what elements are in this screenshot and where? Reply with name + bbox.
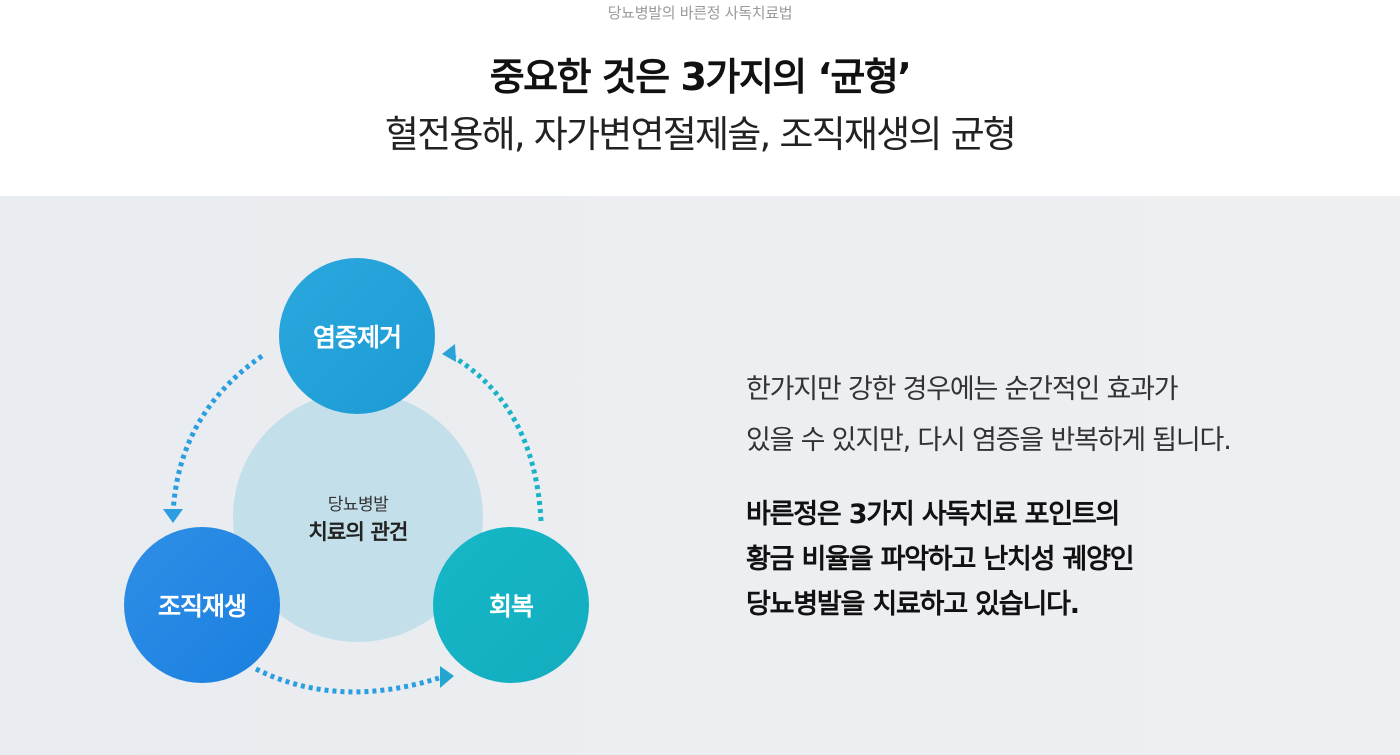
node-recovery-label: 회복 <box>488 592 534 621</box>
overline-text: 당뇨병발의 바른정 사독치료법 <box>607 4 793 22</box>
description-line: 당뇨병발을 치료하고 있습니다. <box>746 589 1080 620</box>
content-panel: 당뇨병발 치료의 관건 염증제거 조직재생 회복 한가지만 강한 경우에는 순간… <box>0 196 1400 755</box>
description-area: 한가지만 강한 경우에는 순간적인 효과가 있을 수 있지만, 다시 염증을 반… <box>746 364 1386 620</box>
arrow-right-to-top <box>450 353 544 522</box>
description-line: 황금 비율을 파악하고 난치성 궤양인 <box>746 544 1135 575</box>
arrow-head-up-icon <box>442 344 456 362</box>
node-tissue-regeneration: 조직재생 <box>124 527 280 683</box>
description-line: 한가지만 강한 경우에는 순간적인 효과가 <box>746 374 1179 405</box>
balance-diagram: 당뇨병발 치료의 관건 염증제거 조직재생 회복 <box>0 196 700 755</box>
description-paragraph-2: 바른정은 3가지 사독치료 포인트의 황금 비율을 파악하고 난치성 궤양인 당… <box>746 492 1386 627</box>
description-line: 있을 수 있지만, 다시 염증을 반복하게 됩니다. <box>746 425 1232 456</box>
cycle-arrows <box>163 344 544 695</box>
description-paragraph-1: 한가지만 강한 경우에는 순간적인 효과가 있을 수 있지만, 다시 염증을 반… <box>746 364 1386 466</box>
page-subtitle: 혈전용해, 자가변연절제술, 조직재생의 균형 <box>384 113 1017 156</box>
center-small-label: 당뇨병발 <box>327 495 389 515</box>
header-section: 당뇨병발의 바른정 사독치료법 중요한 것은 3가지의 ‘균형’ 혈전용해, 자… <box>0 0 1400 196</box>
node-inflammation: 염증제거 <box>279 258 435 414</box>
node-recovery: 회복 <box>433 527 589 683</box>
node-inflammation-label: 염증제거 <box>312 323 402 352</box>
center-main-label: 치료의 관건 <box>308 520 408 544</box>
description-line: 바른정은 3가지 사독치료 포인트의 <box>746 499 1120 530</box>
page-title: 중요한 것은 3가지의 ‘균형’ <box>489 55 912 99</box>
arrow-left-to-right <box>254 666 446 695</box>
arrow-head-right-icon <box>440 666 454 688</box>
node-tissue-regeneration-label: 조직재생 <box>157 592 247 621</box>
arrow-head-down-icon <box>163 509 183 523</box>
